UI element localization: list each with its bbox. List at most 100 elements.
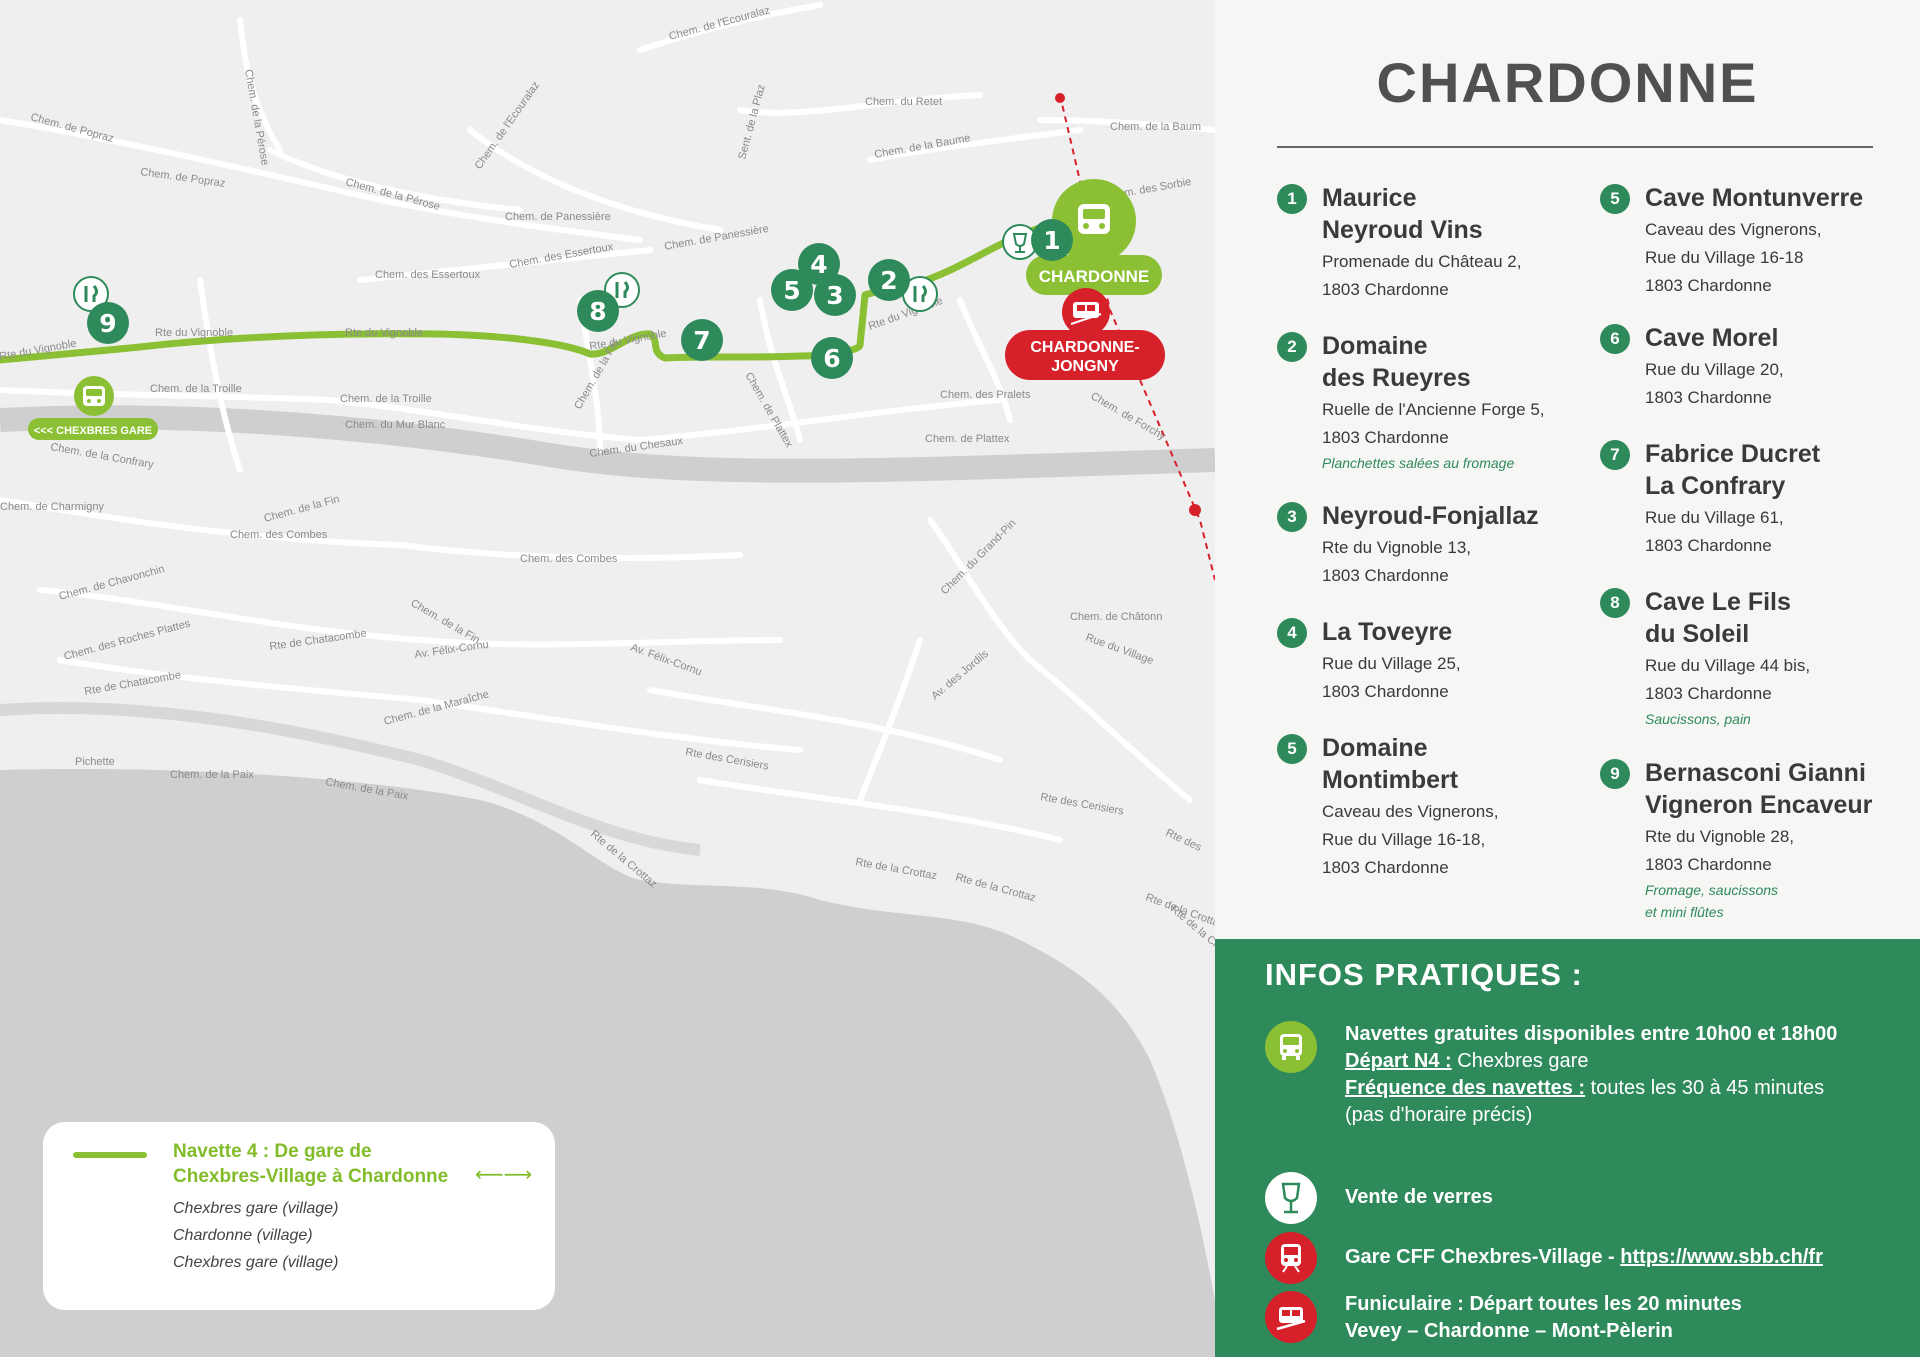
- venue-name: La Toveyre: [1322, 618, 1453, 646]
- street-label: Rte du Vignoble: [155, 327, 233, 339]
- street-label: Chem. des Combes: [520, 553, 618, 565]
- marker-4[interactable]: 4: [798, 243, 840, 285]
- street-label: Chem. de la Baum: [1110, 121, 1201, 133]
- street-label: Rte des: [1164, 827, 1204, 854]
- street-label: Chem. des Essertoux: [375, 269, 481, 281]
- venue-name: Bernasconi Gianni: [1645, 759, 1866, 787]
- info-glasses: Vente de verres: [1265, 1172, 1905, 1224]
- venue-number: 7: [1600, 440, 1630, 470]
- legend-stop: Chexbres gare (village): [173, 1200, 339, 1217]
- street-label: Chem. de l'Ecouralaz: [668, 4, 772, 43]
- legend-title: Navette 4 : De gare de Chexbres-Village …: [173, 1139, 533, 1189]
- street-label: Chem. de la Baume: [873, 132, 971, 161]
- sbb-link[interactable]: https://www.sbb.ch/fr: [1620, 1246, 1823, 1268]
- info-shuttle: Navettes gratuites disponibles entre 10h…: [1265, 1021, 1905, 1129]
- street-label: Chem. du Mur Blanc: [345, 419, 446, 431]
- venue-name: Neyroud-Fonjallaz: [1322, 502, 1539, 530]
- venue-address: Promenade du Château 2,1803 Chardonne: [1322, 252, 1522, 299]
- marker-9[interactable]: 9: [87, 302, 129, 344]
- street-label: Chem. de la Pérose: [242, 68, 271, 166]
- venue-note: Fromage, saucissons: [1645, 882, 1779, 898]
- funicular-frequency: Funiculaire : Départ toutes les 20 minut…: [1345, 1293, 1742, 1315]
- venue-address: Rue du Village 25,1803 Chardonne: [1322, 654, 1461, 701]
- depart-value: Chexbres gare: [1457, 1050, 1589, 1072]
- highway: [0, 405, 1215, 483]
- info-funicular: Funiculaire : Départ toutes les 20 minut…: [1265, 1291, 1905, 1345]
- venue-number: 6: [1600, 324, 1630, 354]
- arrows-icon: ⟵⟶: [475, 1162, 533, 1186]
- marker-5[interactable]: 5: [771, 269, 813, 311]
- divider: [1277, 146, 1873, 148]
- marker-2[interactable]: 2: [868, 259, 910, 301]
- legend-line: [73, 1152, 147, 1158]
- infos-title: INFOS PRATIQUES :: [1265, 957, 1583, 992]
- bus-icon: [83, 386, 105, 406]
- venue-number: 1: [1277, 184, 1307, 214]
- venue-address: Ruelle de l'Ancienne Forge 5,1803 Chardo…: [1322, 400, 1545, 447]
- street-label: Chem. de Popraz: [140, 166, 226, 190]
- venue-number: 2: [1277, 332, 1307, 362]
- svg-text:9: 9: [99, 309, 116, 338]
- street-label: Sent. de la Plaz: [736, 83, 768, 161]
- venue-name: Neyroud Vins: [1322, 216, 1483, 244]
- bus-stop-chexbres[interactable]: <<< CHEXBRES GARE: [28, 376, 158, 440]
- street-label: Chem. du Grand-Pin: [939, 517, 1019, 597]
- street-label: Rte du Vignoble: [345, 327, 423, 339]
- street-label: Rte de la Crottaz: [854, 856, 937, 882]
- svg-text:5: 5: [783, 276, 800, 305]
- street-label: Chem. de Plattex: [925, 433, 1010, 445]
- svg-text:1: 1: [1043, 226, 1060, 255]
- venue-number: 9: [1600, 759, 1630, 789]
- street-label: Chem. de la Paix: [170, 769, 254, 781]
- street-label: Chem. de la Troille: [150, 383, 242, 395]
- street-label: Chem. de Plattex: [742, 371, 795, 451]
- shuttle-hours: Navettes gratuites disponibles entre 10h…: [1345, 1023, 1838, 1045]
- venue-name: du Soleil: [1645, 620, 1750, 648]
- street-label: Av. des Jordils: [929, 647, 991, 702]
- venue-address: Rte du Vignoble 28,1803 Chardonne: [1645, 827, 1795, 874]
- street-label: Av. Félix-Cornu: [629, 642, 703, 679]
- funicular-icon: [1265, 1291, 1317, 1343]
- marker-6[interactable]: 6: [811, 337, 853, 379]
- street-label: Chem. de Panessière: [505, 211, 611, 223]
- street-label: Chem. de la Confrary: [49, 441, 155, 471]
- marker-7[interactable]: 7: [681, 319, 723, 361]
- bus-stop-chexbres-label: <<< CHEXBRES GARE: [34, 425, 152, 437]
- venue-address: Caveau des Vignerons,Rue du Village 16-1…: [1322, 802, 1499, 877]
- venue-address: Rue du Village 44 bis,1803 Chardonne: [1645, 656, 1811, 703]
- venue-name: Domaine: [1322, 734, 1428, 762]
- legend-stop: Chardonne (village): [173, 1227, 313, 1244]
- venue-address: Caveau des Vignerons,Rue du Village 16-1…: [1645, 220, 1822, 295]
- funicular-stop-chardonne-jongny[interactable]: CHARDONNE- JONGNY: [1005, 288, 1165, 380]
- svg-text:7: 7: [693, 326, 710, 355]
- street-label: Rte des Cerisiers: [1039, 791, 1125, 818]
- venue-name: Cave Montunverre: [1645, 184, 1864, 212]
- street-label: Chem. de Charmigny: [0, 501, 104, 513]
- marker-8[interactable]: 8: [577, 290, 619, 332]
- street-label: Rue du Village: [1084, 632, 1155, 668]
- street-label: Rte de la Crottaz: [954, 871, 1037, 904]
- funicular-label-1: CHARDONNE-: [1030, 339, 1139, 356]
- venue-name: Cave Morel: [1645, 324, 1779, 352]
- infos-pratiques: INFOS PRATIQUES : Navettes gratuites dis…: [1215, 939, 1920, 1357]
- marker-1[interactable]: 1: [1031, 219, 1073, 261]
- funicular-icon: [1070, 302, 1102, 325]
- depart-label: Départ N4 :: [1345, 1050, 1452, 1072]
- venue-note: Planchettes salées au fromage: [1322, 455, 1515, 471]
- street-label: Chem. de Forchy: [1089, 390, 1168, 443]
- bus-stop-chardonne[interactable]: CHARDONNE: [1026, 179, 1162, 295]
- street-label: Chem. des Roches Plattes: [63, 617, 192, 662]
- street-label: Chem. des Combes: [230, 529, 328, 541]
- venue-name: Domaine: [1322, 332, 1428, 360]
- highway-2: [0, 702, 701, 856]
- minor-roads: [0, 2, 1215, 843]
- marker-3[interactable]: 3: [814, 274, 856, 316]
- venue-name: Montimbert: [1322, 766, 1459, 794]
